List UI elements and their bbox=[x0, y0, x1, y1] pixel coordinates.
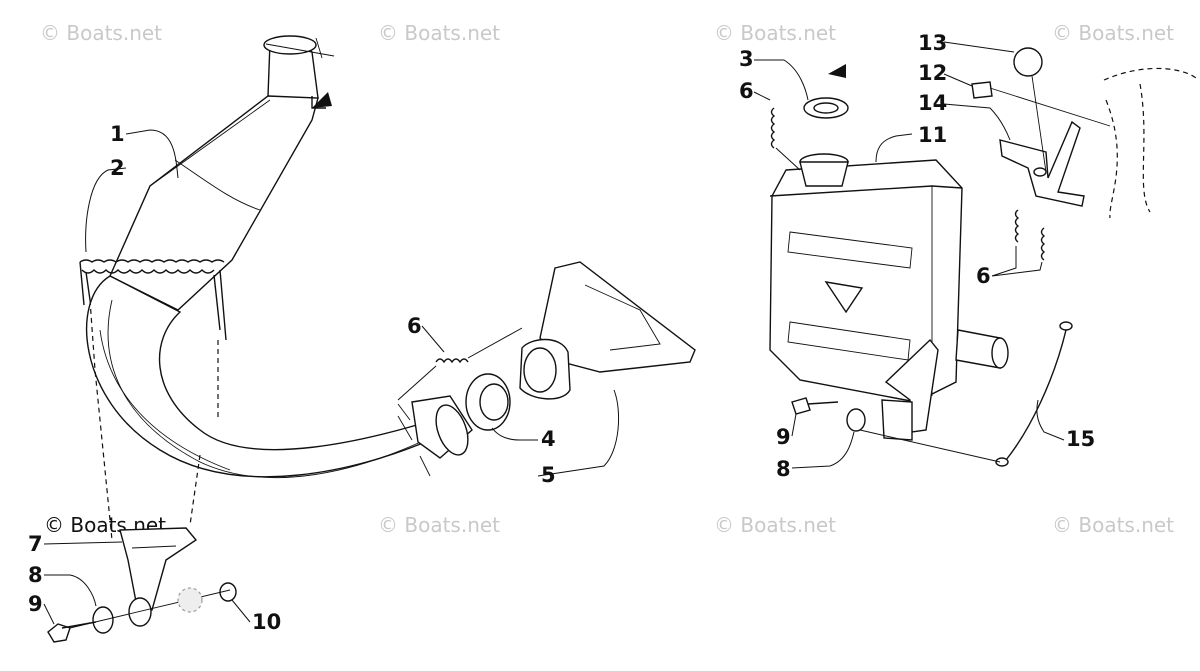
rubber-knob bbox=[1013, 47, 1047, 173]
ground-strap bbox=[995, 321, 1073, 467]
callout-1: 1 bbox=[110, 122, 125, 146]
callout-10: 10 bbox=[252, 610, 281, 634]
small-spring bbox=[770, 107, 801, 171]
callout-9-right: 9 bbox=[776, 425, 791, 449]
watermark: © Boats.net bbox=[1052, 513, 1174, 537]
callout-4: 4 bbox=[541, 427, 556, 451]
direction-arrow bbox=[312, 92, 332, 108]
watermark: © Boats.net bbox=[378, 21, 500, 45]
exhaust-seal-ring bbox=[465, 373, 511, 431]
silencer-grommet bbox=[803, 97, 849, 119]
callout-11: 11 bbox=[918, 123, 947, 147]
watermark: © Boats.net bbox=[40, 21, 162, 45]
mount-bracket bbox=[119, 527, 198, 613]
mount-guide-line bbox=[89, 299, 113, 541]
mount-guide-line bbox=[189, 454, 201, 526]
callout-6b: 6 bbox=[976, 264, 991, 288]
callout-12: 12 bbox=[918, 61, 947, 85]
callout-8-right: 8 bbox=[776, 457, 791, 481]
watermark: © Boats.net bbox=[1052, 21, 1174, 45]
direction-arrow bbox=[311, 96, 326, 109]
silencer-mount-bracket bbox=[999, 120, 1085, 207]
callout-6: 6 bbox=[407, 314, 422, 338]
frame-outline bbox=[1103, 67, 1199, 219]
callout-13: 13 bbox=[918, 31, 947, 55]
silencer-body bbox=[769, 153, 1009, 441]
callout-15: 15 bbox=[1066, 427, 1095, 451]
callout-6a: 6 bbox=[739, 79, 754, 103]
watermark: © Boats.net bbox=[378, 513, 500, 537]
mount-hardware bbox=[791, 397, 1001, 463]
small-spring bbox=[397, 327, 523, 401]
callout-8: 8 bbox=[28, 563, 43, 587]
small-spring bbox=[1014, 209, 1046, 261]
watermark: © Boats.net bbox=[714, 21, 836, 45]
expansion-chamber bbox=[85, 35, 473, 479]
callout-9: 9 bbox=[28, 592, 43, 616]
watermark: © Boats.net bbox=[714, 513, 836, 537]
callout-5: 5 bbox=[541, 463, 556, 487]
exhaust-manifold bbox=[519, 261, 696, 400]
chamber-spring bbox=[79, 259, 227, 341]
direction-arrow bbox=[828, 64, 846, 78]
callout-14: 14 bbox=[918, 91, 947, 115]
callout-7: 7 bbox=[28, 532, 43, 556]
bolt bbox=[971, 81, 1111, 127]
mount-hardware bbox=[47, 582, 237, 643]
callout-labels: 1 2 6 4 5 7 8 9 10 13 3 12 6 14 11 6 9 8 bbox=[28, 31, 1095, 634]
callout-3: 3 bbox=[739, 47, 754, 71]
callout-2: 2 bbox=[110, 156, 125, 180]
